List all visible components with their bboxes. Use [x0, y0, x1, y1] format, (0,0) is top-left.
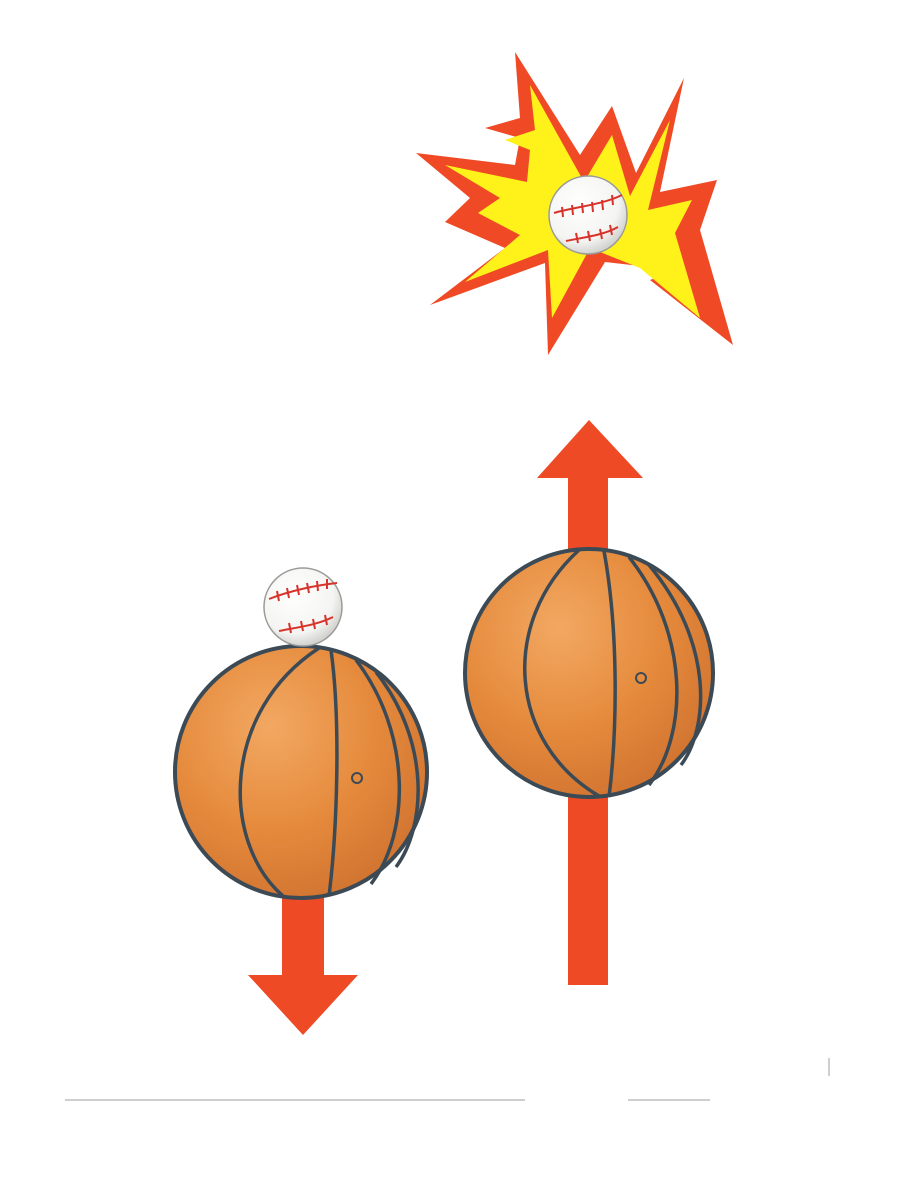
- basketball-icon: [463, 547, 715, 799]
- basketball-icon: [173, 644, 429, 900]
- arrow-down-icon: [248, 890, 358, 1035]
- baseball-icon: [548, 175, 628, 255]
- ground-line: [65, 1058, 830, 1101]
- baseball-icon: [263, 567, 343, 647]
